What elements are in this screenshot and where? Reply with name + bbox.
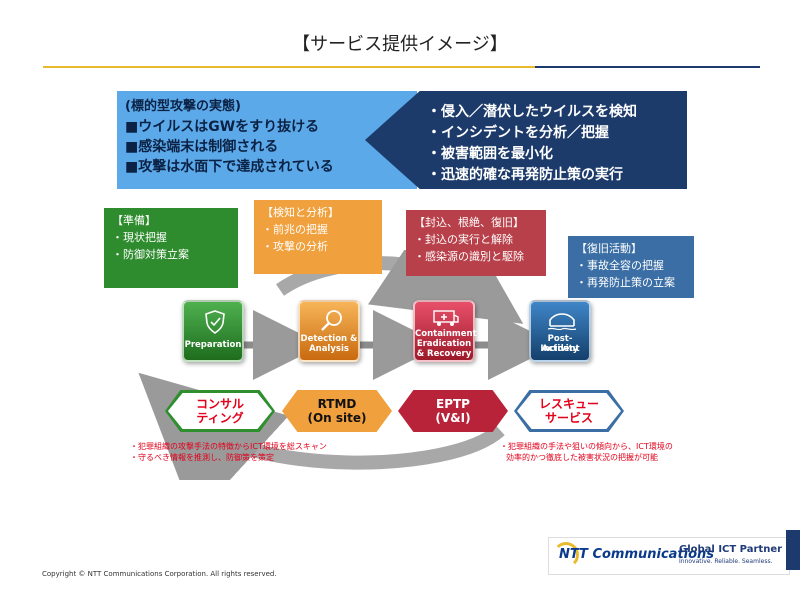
logo-tagline: Innovative. Reliable. Seamless. xyxy=(679,558,773,565)
callout-item: ・攻撃の分析 xyxy=(262,240,328,253)
callout-containment: 【封込、根絶、復旧】 ・封込の実行と解除 ・感染源の識別と駆除 xyxy=(406,210,546,276)
cycle-arrow-bottom xyxy=(138,372,505,480)
ambulance-icon xyxy=(433,310,459,326)
service-label: EPTP xyxy=(436,397,470,411)
shield-icon xyxy=(205,310,225,334)
phase-detection: Detection & Analysis xyxy=(298,300,360,362)
callout-item: ・感染源の識別と駆除 xyxy=(414,250,524,263)
callout-preparation: 【準備】 ・現状把握 ・防御対策立案 xyxy=(104,208,238,288)
magnifier-icon xyxy=(321,310,342,331)
title-rule-gold xyxy=(43,66,535,68)
service-label: レスキュー xyxy=(538,397,599,411)
bridge-icon xyxy=(548,313,576,330)
threat-item: ■攻撃は水面下で達成されている xyxy=(125,159,334,175)
copyright: Copyright © NTT Communications Corporati… xyxy=(42,570,277,578)
service-eptp: EPTP (V&I) xyxy=(398,390,508,432)
phase-label: Activity xyxy=(541,344,579,354)
title-rule-navy xyxy=(535,66,760,68)
callout-detection: 【検知と分析】 ・前兆の把握 ・攻撃の分析 xyxy=(254,200,382,274)
note-left-1: ・犯罪組織の攻撃手法の特徴からICT環境を総スキャン xyxy=(130,442,327,451)
callout-item: ・事故全容の把握 xyxy=(576,259,664,272)
service-label: (V&I) xyxy=(435,411,471,425)
banner-response-arrow xyxy=(365,91,687,189)
phase-label: Detection & xyxy=(300,334,358,344)
callout-item: ・前兆の把握 xyxy=(262,223,328,236)
response-item: ・迅速的確な再発防止策の実行 xyxy=(427,167,623,183)
corner-accent xyxy=(786,530,800,570)
service-label: サービス xyxy=(544,411,593,425)
response-item: ・侵入／潜伏したウイルスを検知 xyxy=(427,104,637,120)
page-title: 【サービス提供イメージ】 xyxy=(292,34,508,55)
phase-label: & Recovery xyxy=(416,349,472,359)
phase-label: Preparation xyxy=(184,340,242,350)
phase-label: Eradication xyxy=(416,339,472,349)
callout-title: 【検知と分析】 xyxy=(262,206,339,219)
callout-item: ・封込の実行と解除 xyxy=(414,233,513,246)
note-right-2: 効率的かつ徹底した被害状況の把握が可能 xyxy=(506,453,658,462)
service-label: コンサル xyxy=(195,397,244,411)
phase-label: Analysis xyxy=(309,344,349,354)
service-rtmd: RTMD (On site) xyxy=(282,390,392,432)
company-logo: NTT Communications Global ICT Partner In… xyxy=(548,537,790,575)
logo-ntt-text: NTT Communications xyxy=(559,547,715,562)
banner-heading: (標的型攻撃の実態) xyxy=(125,99,241,114)
threat-item: ■ウイルスはGWをすり抜ける xyxy=(125,119,320,135)
service-label: (On site) xyxy=(307,411,367,425)
response-item: ・被害範囲を最小化 xyxy=(427,146,553,162)
service-rescue: レスキュー サービス xyxy=(514,390,624,432)
callout-recovery: 【復旧活動】 ・事故全容の把握 ・再発防止策の立案 xyxy=(568,236,694,298)
note-right-1: ・犯罪組織の手法や狙いの傾向から、ICT環境の xyxy=(500,442,673,451)
phase-preparation: Preparation xyxy=(182,300,244,362)
callout-title: 【封込、根絶、復旧】 xyxy=(414,216,524,229)
response-item: ・インシデントを分析／把握 xyxy=(427,125,609,141)
logo-partner-text: Global ICT Partner xyxy=(679,544,783,555)
phase-label: Containment xyxy=(415,329,477,339)
callout-title: 【準備】 xyxy=(112,214,156,227)
phase-post-incident: Post-Incident Activity xyxy=(529,300,591,362)
ntt-swoosh-icon xyxy=(553,542,579,568)
phase-containment: Containment Eradication & Recovery xyxy=(413,300,477,362)
note-left-2: ・守るべき情報を推測し、防御策を策定 xyxy=(130,453,274,462)
phase-label: Post-Incident xyxy=(540,334,580,354)
service-label: RTMD xyxy=(317,397,357,411)
callout-item: ・防御対策立案 xyxy=(112,248,189,261)
callout-item: ・再発防止策の立案 xyxy=(576,276,675,289)
callout-item: ・現状把握 xyxy=(112,231,167,244)
callout-title: 【復旧活動】 xyxy=(576,242,642,255)
threat-response-banner: (標的型攻撃の実態) ■ウイルスはGWをすり抜ける ■感染端末は制御される ■攻… xyxy=(117,91,687,189)
service-label: ティング xyxy=(196,411,244,425)
threat-item: ■感染端末は制御される xyxy=(125,139,279,155)
service-consulting: コンサル ティング xyxy=(165,390,275,432)
